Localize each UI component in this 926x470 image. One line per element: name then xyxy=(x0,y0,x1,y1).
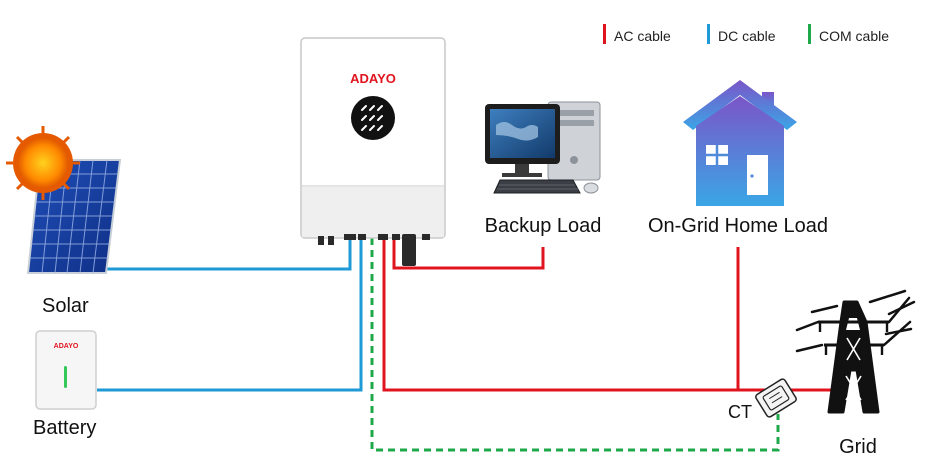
legend-label-dc: DC cable xyxy=(718,28,776,44)
ac-cable-grid xyxy=(382,238,840,392)
sun-icon xyxy=(6,126,80,200)
battery: ADAYO xyxy=(35,330,97,410)
dc-cable-solar xyxy=(105,238,352,271)
backup-load-label: Backup Load xyxy=(485,215,602,237)
legend-item-com: COM cable xyxy=(808,24,889,44)
legend-swatch-dc xyxy=(707,24,710,44)
inverter-display-icon xyxy=(351,96,395,140)
dc-cable-battery xyxy=(97,238,363,392)
solar-label: Solar xyxy=(42,295,89,317)
power-tower-icon xyxy=(795,289,916,414)
com-cable xyxy=(370,238,780,452)
inverter: ADAYO xyxy=(300,37,446,266)
legend-label-ac: AC cable xyxy=(614,28,671,44)
legend: AC cable DC cable COM cable xyxy=(603,24,889,44)
legend-swatch-com xyxy=(808,24,811,44)
dc-cables xyxy=(97,238,363,392)
ct-label: CT xyxy=(728,402,752,422)
legend-item-dc: DC cable xyxy=(707,24,776,44)
grid-label: Grid xyxy=(839,436,877,458)
legend-swatch-ac xyxy=(603,24,606,44)
legend-item-ac: AC cable xyxy=(603,24,671,44)
computer-icon xyxy=(485,101,601,194)
legend-label-com: COM cable xyxy=(819,28,889,44)
home-load-label: On-Grid Home Load xyxy=(648,215,828,237)
battery-status-light xyxy=(64,366,67,388)
house-icon xyxy=(683,80,797,206)
ac-cables xyxy=(382,238,840,392)
ac-cable-backup-load xyxy=(392,238,545,270)
ct-sensor-icon xyxy=(755,378,797,418)
inverter-brand: ADAYO xyxy=(350,71,396,86)
battery-label: Battery xyxy=(33,417,96,439)
battery-brand: ADAYO xyxy=(54,343,79,350)
